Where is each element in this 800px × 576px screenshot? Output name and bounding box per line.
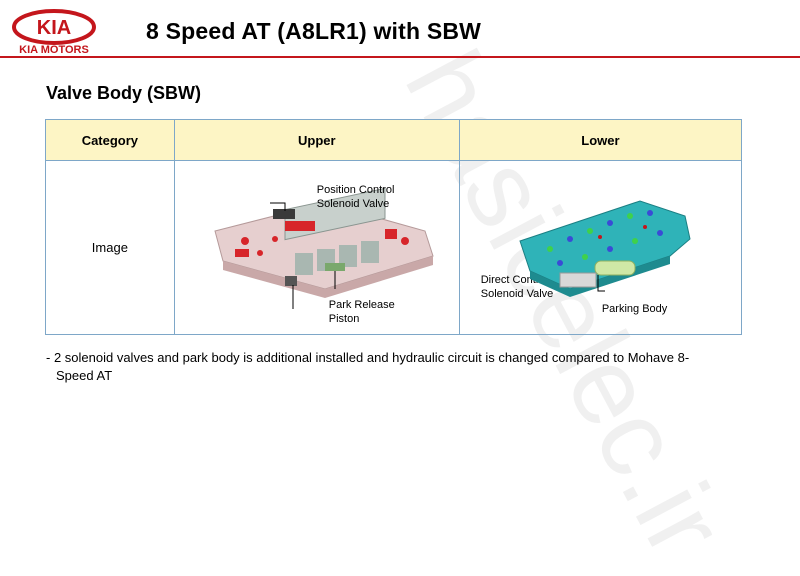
table-row: Image bbox=[45, 160, 743, 335]
callout-parking-body: Parking Body bbox=[601, 303, 668, 315]
lower-valve-body-image bbox=[519, 200, 691, 297]
header-divider bbox=[0, 56, 800, 58]
row-label: Image bbox=[91, 240, 128, 255]
header-lower: Lower bbox=[458, 119, 743, 161]
lower-image-cell: Parking Body bbox=[458, 160, 743, 335]
description-note: - 2 solenoid valves and park body is add… bbox=[46, 349, 766, 385]
note-line-1: - 2 solenoid valves and park body is add… bbox=[46, 350, 690, 365]
upper-image-cell: Position Control Solenoid Valve Direct C… bbox=[173, 160, 553, 335]
kia-logo: KIA KIA MOTORS bbox=[8, 8, 100, 58]
table-header-row: Category Upper Lower bbox=[45, 119, 743, 161]
header-upper: Upper bbox=[173, 119, 460, 161]
note-line-2: Speed AT bbox=[56, 368, 113, 383]
comparison-table: Category Upper Lower Image bbox=[45, 119, 743, 335]
header-category: Category bbox=[45, 119, 175, 161]
upper-valve-body-image bbox=[214, 187, 434, 309]
row-label-cell: Image bbox=[45, 160, 175, 335]
section-title: Valve Body (SBW) bbox=[46, 83, 202, 103]
callout-position-control: Position Control Solenoid Valve bbox=[316, 184, 395, 210]
page-title: 8 Speed AT (A8LR1) with SBW bbox=[146, 18, 482, 44]
callout-park-release: Park Release Piston bbox=[328, 299, 395, 325]
brand-text: KIA MOTORS bbox=[19, 44, 89, 56]
logo-text: KIA bbox=[37, 17, 71, 39]
